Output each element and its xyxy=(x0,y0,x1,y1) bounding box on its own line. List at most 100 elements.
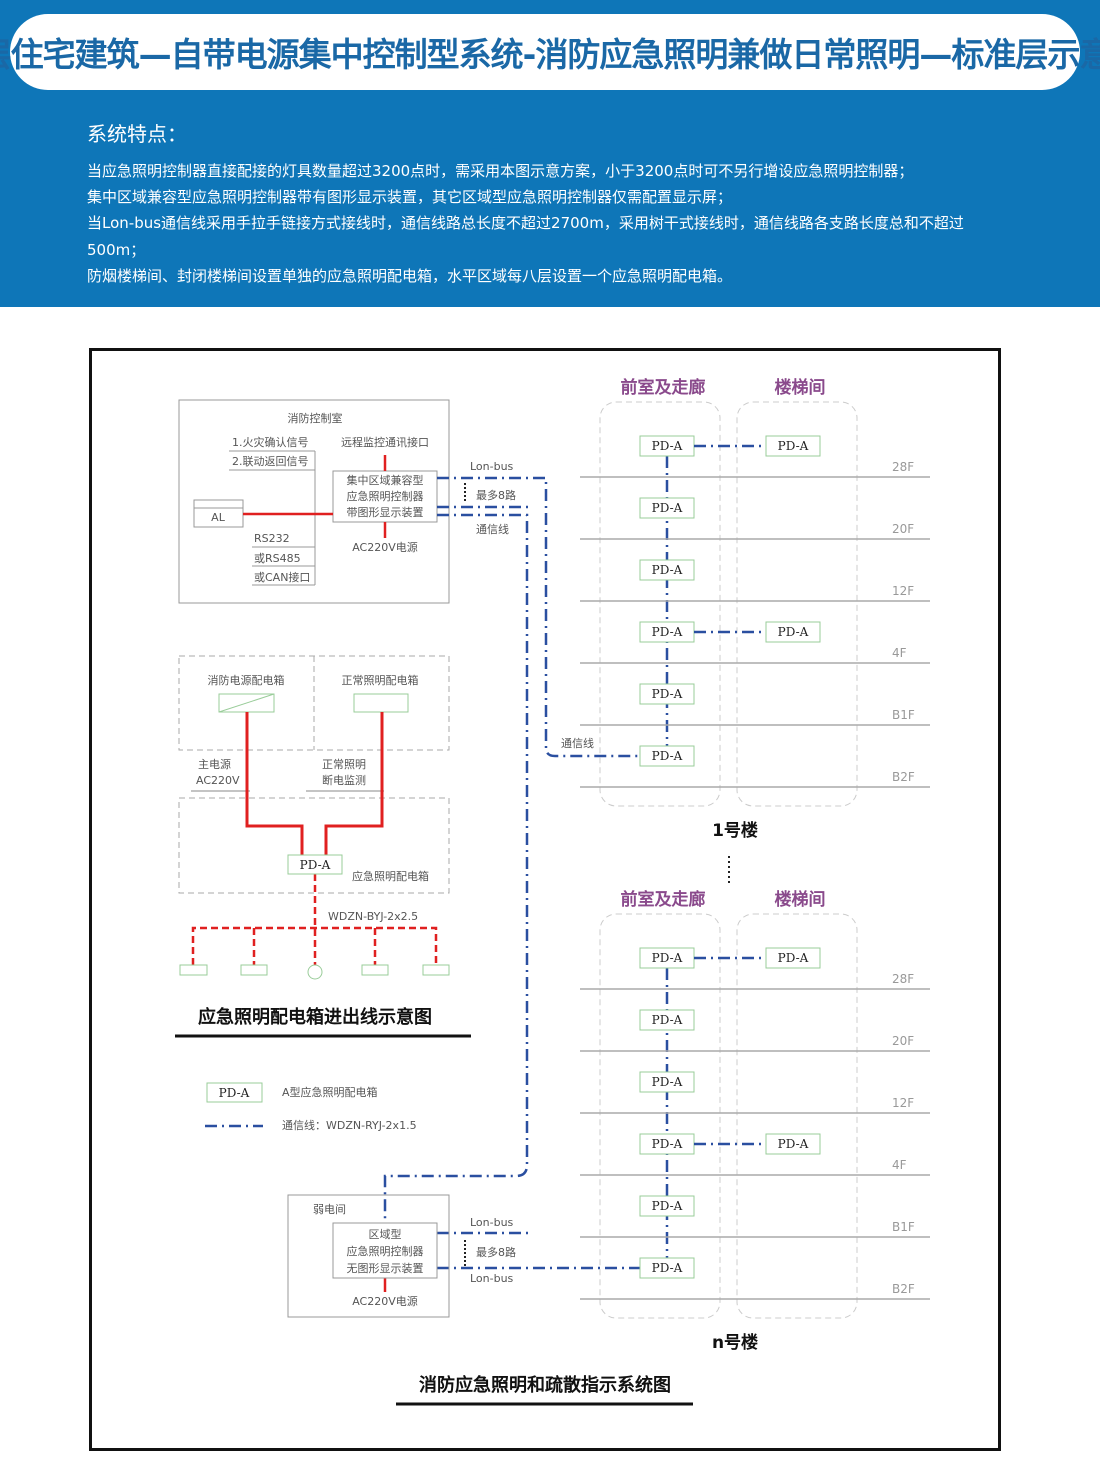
controller-label: 区域型 xyxy=(369,1227,402,1241)
floor-label: B2F xyxy=(892,770,915,784)
floor-label: B1F xyxy=(892,708,915,722)
emergency-box-label: 应急照明配电箱 xyxy=(352,869,429,883)
controller-label: 集中区域兼容型 xyxy=(347,473,424,487)
svg-text:PD-A: PD-A xyxy=(652,1199,683,1213)
remote-interface-label: 远程监控通讯接口 xyxy=(341,435,429,449)
stair-pd-a-box: PD-A xyxy=(765,947,821,969)
pd-a-box: PD-A xyxy=(639,621,695,643)
svg-text:PD-A: PD-A xyxy=(652,687,683,701)
cable-label: WDZN-BYJ-2x2.5 xyxy=(328,910,418,923)
comm-line-label: 通信线 xyxy=(561,736,594,750)
lonbus-label: Lon-bus xyxy=(470,1272,514,1285)
power-label: AC220V电源 xyxy=(352,1294,418,1308)
feature-line: 当Lon-bus通信线采用手拉手链接方式接线时，通信线路总长度不超过2700m，… xyxy=(87,214,964,232)
floor-label: 4F xyxy=(892,1158,907,1172)
exit-sign-icon xyxy=(240,964,268,976)
diagram-frame xyxy=(89,348,1001,1451)
svg-text:PD-A: PD-A xyxy=(652,1075,683,1089)
system-caption: 消防应急照明和疏散指示系统图 xyxy=(419,1374,671,1396)
svg-text:PD-A: PD-A xyxy=(652,1261,683,1275)
corridor-zone xyxy=(599,913,721,1319)
stair-pd-a-box: PD-A xyxy=(765,435,821,457)
feature-line: 500m； xyxy=(87,241,146,259)
comm-lines xyxy=(383,476,640,1270)
normal-power-box-icon xyxy=(353,693,409,713)
floor-label: 28F xyxy=(892,972,914,986)
floor-label: 20F xyxy=(892,1034,914,1048)
al-label: AL xyxy=(211,511,226,524)
comm-line-label: 通信线 xyxy=(476,522,509,536)
power-lines xyxy=(243,455,387,1292)
signal-label: 2.联动返回信号 xyxy=(232,455,309,468)
stair-heading: 楼梯间 xyxy=(775,377,826,398)
floor-label: 20F xyxy=(892,522,914,536)
interface-label: 或CAN接口 xyxy=(254,571,310,584)
legend-pd: PD-A xyxy=(219,1086,250,1100)
pd-a-box: PD-A xyxy=(639,1071,695,1093)
svg-text:PD-A: PD-A xyxy=(652,501,683,515)
floor-label: 12F xyxy=(892,584,914,598)
svg-text:PD-A: PD-A xyxy=(778,951,809,965)
main-power-label: 主电源 xyxy=(198,757,231,771)
svg-text:PD-A: PD-A xyxy=(652,625,683,639)
controller-label: 应急照明控制器 xyxy=(347,489,424,503)
exit-sign-icon xyxy=(422,964,450,976)
floor-label: 12F xyxy=(892,1096,914,1110)
floor-label: 4F xyxy=(892,646,907,660)
svg-text:PD-A: PD-A xyxy=(778,439,809,453)
controller-label: 无图形显示装置 xyxy=(347,1262,424,1275)
pd-a-box: PD-A xyxy=(639,947,695,969)
floor-label: B2F xyxy=(892,1282,915,1296)
interface-label: 或RS485 xyxy=(254,552,301,565)
header-banner: 高层住宅建筑—自带电源集中控制型系统-消防应急照明兼做日常照明—标准层示意图 系… xyxy=(0,0,1100,307)
fixtures xyxy=(179,964,450,980)
weak-current-room xyxy=(287,1194,450,1318)
building-name: n号楼 xyxy=(712,1332,758,1353)
pd-a-box: PD-A xyxy=(639,1257,695,1279)
exit-sign-icon xyxy=(179,964,208,976)
building-name: 1号楼 xyxy=(712,820,758,841)
controller-label: 应急照明控制器 xyxy=(347,1244,424,1258)
stair-zone xyxy=(736,913,858,1319)
controller-label: 带图形显示装置 xyxy=(347,506,424,519)
corridor-heading: 前室及走廊 xyxy=(621,377,706,398)
page-title: 高层住宅建筑—自带电源集中控制型系统-消防应急照明兼做日常照明—标准层示意图 xyxy=(0,35,1100,74)
feature-line: 集中区域兼容型应急照明控制器带有图形显示装置，其它区域型应急照明控制器仅需配置显… xyxy=(87,188,733,206)
pd-a-box: PD-A xyxy=(639,497,695,519)
pd-a-box: PD-A xyxy=(639,683,695,705)
fire-control-room xyxy=(178,399,450,604)
stair-heading: 楼梯间 xyxy=(775,889,826,910)
legend-pd-desc: A型应急照明配电箱 xyxy=(282,1085,378,1099)
fire-box-label: 消防电源配电箱 xyxy=(208,673,285,687)
pd-a-box: PD-A xyxy=(639,1195,695,1217)
lonbus-label: Lon-bus xyxy=(470,1216,514,1229)
exit-sign-icon xyxy=(361,964,389,976)
svg-text:PD-A: PD-A xyxy=(778,1137,809,1151)
svg-text:PD-A: PD-A xyxy=(652,1137,683,1151)
weak-room-label: 弱电间 xyxy=(313,1203,346,1216)
interface-label: RS232 xyxy=(254,532,290,545)
title-pill: 高层住宅建筑—自带电源集中控制型系统-消防应急照明兼做日常照明—标准层示意图 xyxy=(0,14,1100,90)
building: 前室及走廊 楼梯间 1号楼 28F PD-A PD-A 20F PD-A 12F PD-A 4F PD… xyxy=(580,377,930,841)
pd-a-box: PD-A xyxy=(639,745,695,767)
stair-pd-a-box: PD-A xyxy=(765,1133,821,1155)
normal-box-label: 正常照明配电箱 xyxy=(342,673,419,687)
stair-pd-a-box: PD-A xyxy=(765,621,821,643)
feature-line: 防烟楼梯间、封闭楼梯间设置单独的应急照明配电箱，水平区域每八层设置一个应急照明配… xyxy=(87,267,733,285)
svg-text:PD-A: PD-A xyxy=(652,439,683,453)
stair-zone xyxy=(736,401,858,807)
control-room-label: 消防控制室 xyxy=(288,411,343,425)
feature-line: 当应急照明控制器直接配接的灯具数量超过3200点时，需采用本图示意方案，小于32… xyxy=(87,162,914,180)
svg-text:PD-A: PD-A xyxy=(652,1013,683,1027)
power-label: AC220V电源 xyxy=(352,540,418,554)
pd-a-box: PD-A xyxy=(639,435,695,457)
distribution-boxes xyxy=(178,655,450,894)
main-power-label: AC220V xyxy=(196,774,240,787)
pd-a-box: PD-A xyxy=(639,559,695,581)
floor-label: B1F xyxy=(892,1220,915,1234)
monitor-label: 断电监测 xyxy=(322,773,366,787)
floor-label: 28F xyxy=(892,460,914,474)
emergency-light-icon xyxy=(307,964,323,980)
svg-text:PD-A: PD-A xyxy=(652,563,683,577)
